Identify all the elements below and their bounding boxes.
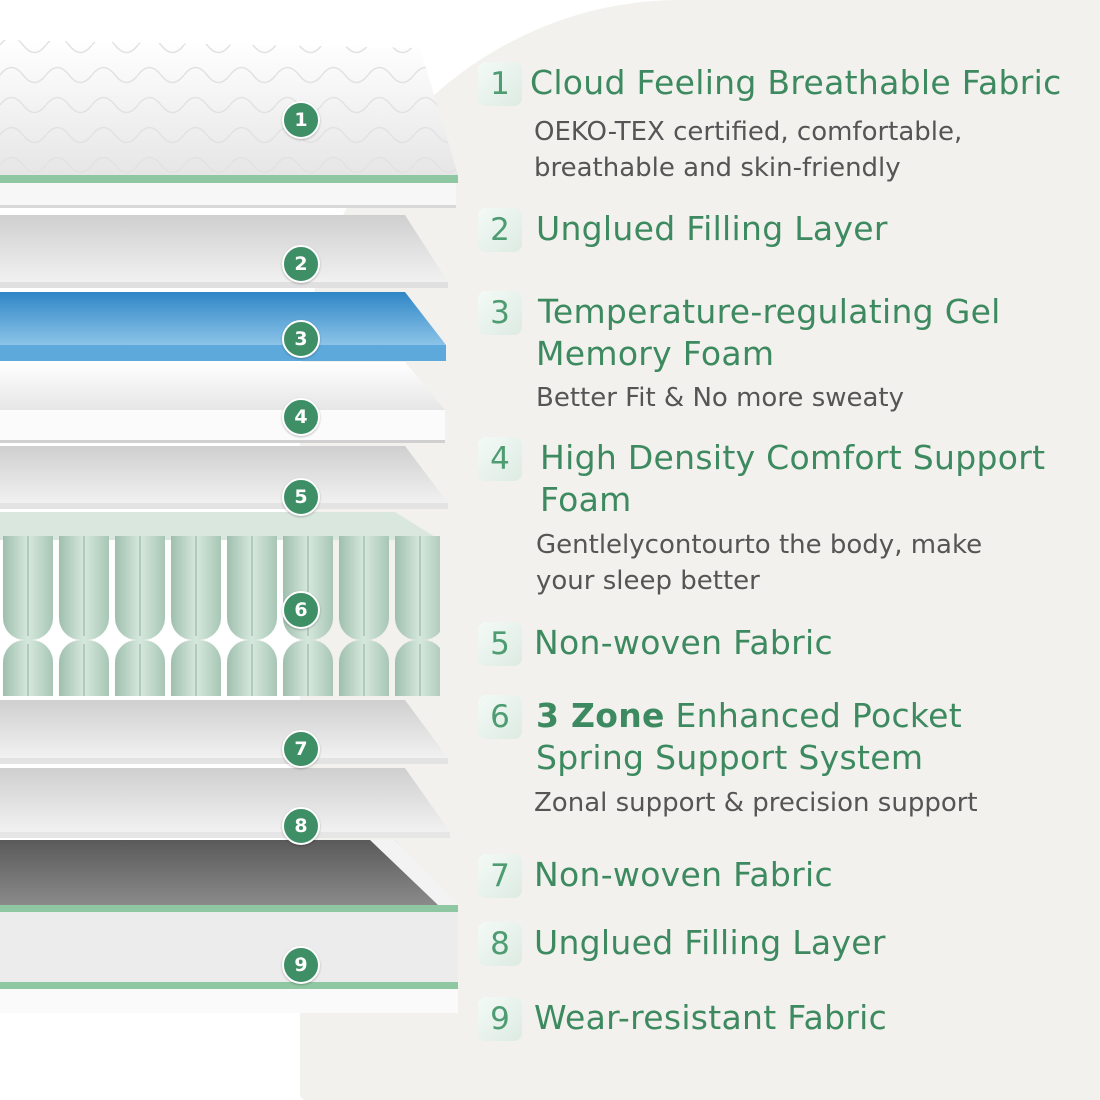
- feature-title-9: Wear-resistant Fabric: [534, 998, 888, 1037]
- layer-badge-9: 9: [282, 946, 320, 984]
- feature-title-6b: Spring Support System: [536, 738, 924, 777]
- feature-title-1: Cloud Feeling Breathable Fabric: [530, 63, 1062, 102]
- feature-title-6-rest: Enhanced Pocket: [664, 696, 962, 735]
- mattress-layers-illustration: [0, 40, 458, 1013]
- feature-title-6-bold: 3 Zone: [536, 696, 665, 735]
- feature-number-4: 4: [478, 437, 522, 481]
- feature-title-6a: 3 Zone Enhanced Pocket: [536, 695, 962, 736]
- feature-desc-3: Better Fit & No more sweaty: [536, 383, 905, 413]
- feature-desc-4b: your sleep better: [536, 566, 760, 596]
- feature-title-3b: Memory Foam: [536, 334, 775, 373]
- layer-badge-7: 7: [282, 730, 320, 768]
- feature-number-3: 3: [478, 291, 522, 335]
- feature-desc-6: Zonal support & precision support: [534, 788, 978, 818]
- feature-title-7: Non-woven Fabric: [534, 855, 833, 894]
- feature-title-5: Non-woven Fabric: [534, 623, 833, 662]
- layer-badge-5: 5: [282, 478, 320, 516]
- feature-title-2: Unglued Filling Layer: [536, 209, 888, 248]
- feature-number-7: 7: [478, 854, 522, 898]
- feature-number-6: 6: [478, 695, 522, 739]
- feature-title-4a: High Density Comfort Support: [540, 438, 1046, 477]
- feature-desc-1a: OEKO-TEX certified, comfortable,: [534, 117, 963, 147]
- layer-badge-4: 4: [282, 398, 320, 436]
- layer-badge-1: 1: [282, 101, 320, 139]
- feature-number-5: 5: [478, 622, 522, 666]
- feature-title-8: Unglued Filling Layer: [534, 923, 886, 962]
- feature-number-1: 1: [478, 62, 522, 106]
- layer-badge-2: 2: [282, 245, 320, 283]
- feature-title-4b: Foam: [540, 480, 632, 519]
- feature-number-9: 9: [478, 997, 522, 1041]
- feature-number-2: 2: [478, 208, 522, 252]
- layer-badge-8: 8: [282, 807, 320, 845]
- layer-badge-3: 3: [282, 320, 320, 358]
- feature-desc-4a: Gentlelycontourto the body, make: [536, 530, 983, 560]
- feature-number-8: 8: [478, 922, 522, 966]
- feature-desc-1b: breathable and skin-friendly: [534, 153, 901, 183]
- feature-title-3a: Temperature-regulating Gel: [538, 292, 1001, 331]
- layer-badge-6: 6: [282, 591, 320, 629]
